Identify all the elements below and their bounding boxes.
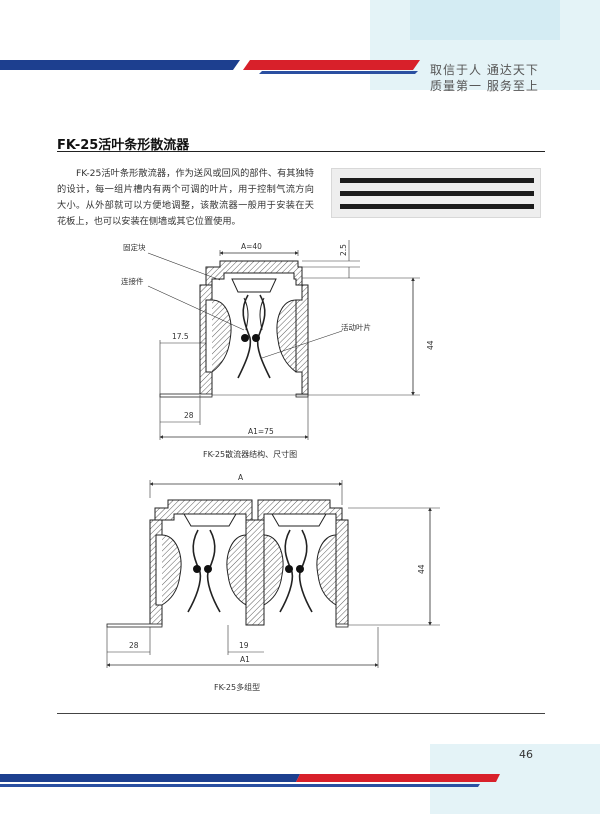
header-stripes [0, 0, 600, 90]
dim-A-multi: A [238, 473, 244, 482]
footer-red-stripe [296, 774, 500, 782]
technical-drawings: 固定块 连接件 活动叶片 A=40 2.5 44 17.5 28 A1=75 [106, 240, 440, 668]
footer-stripes [0, 744, 600, 814]
dim-left: 17.5 [172, 332, 189, 341]
header-blue-stripe [0, 60, 240, 70]
dim-A1: A1=75 [248, 427, 274, 436]
grille-slot-1 [340, 178, 534, 183]
label-fixing-block: 固定块 [123, 242, 146, 252]
diagram-multi-group [106, 480, 440, 668]
dim-top: 2.5 [339, 244, 348, 256]
diffuser-photo [331, 168, 541, 218]
grille-slot-3 [340, 204, 534, 209]
dim-A1-multi: A1 [240, 655, 250, 664]
title-divider [57, 151, 545, 152]
grille-slot-2 [340, 191, 534, 196]
slogan-line-1: 取信于人 通达天下 [430, 63, 539, 77]
page-number: 46 [519, 748, 533, 761]
section-title: FK-25活叶条形散流器 [57, 138, 190, 153]
dim-base: 28 [184, 411, 194, 420]
footer-blue-stripe [0, 774, 300, 782]
dim-A: A=40 [241, 242, 262, 251]
label-connector: 连接件 [121, 276, 144, 286]
dim-height-multi: 44 [417, 564, 426, 574]
header-red-stripe [243, 60, 420, 70]
dim-gap-multi: 19 [239, 641, 249, 650]
diagram2-caption: FK-25多组型 [214, 683, 261, 692]
dim-height: 44 [426, 340, 435, 350]
intro-paragraph: FK-25活叶条形散流器，作为送风或回风的部件、有其独特的设计，每一组片槽内有两… [57, 168, 314, 227]
footer-divider [57, 713, 545, 714]
diagram-structure [147, 240, 420, 440]
label-movable-blade: 活动叶片 [341, 322, 371, 332]
diagram1-caption: FK-25散流器结构、尺寸图 [203, 450, 298, 459]
dim-base-multi: 28 [129, 641, 139, 650]
slogan-line-2: 质量第一 服务至上 [430, 79, 539, 93]
